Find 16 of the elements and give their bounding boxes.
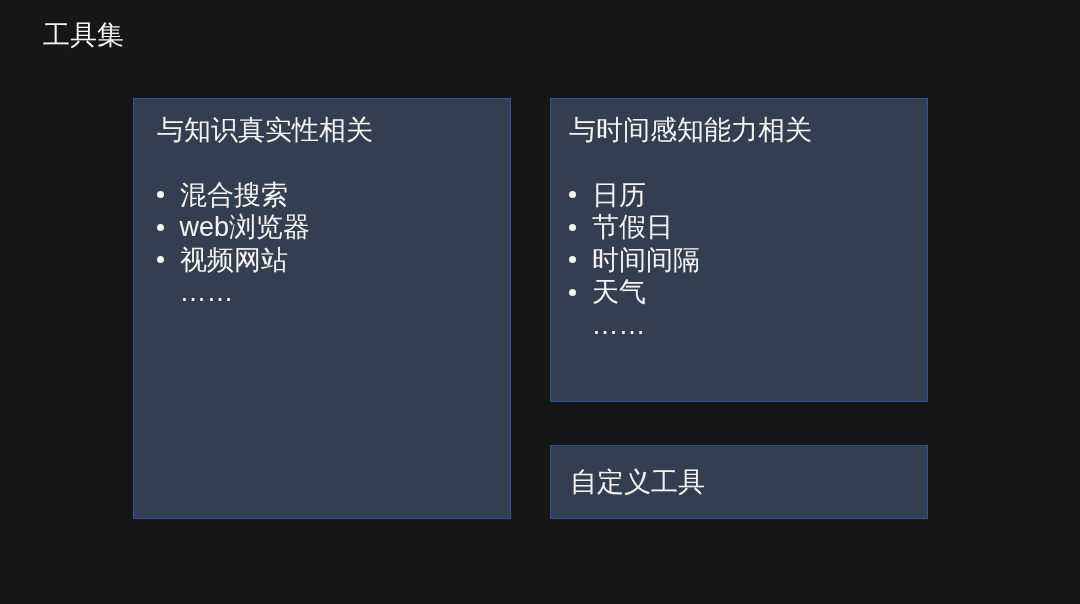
content-box <box>550 445 928 519</box>
list-item: 时间间隔 <box>591 243 700 276</box>
content-box <box>133 98 511 519</box>
page-title: 工具集 <box>43 19 124 51</box>
list-item: 节假日 <box>591 211 673 244</box>
content-box <box>550 98 928 402</box>
box-heading: 与知识真实性相关 <box>156 113 373 146</box>
box-label: 自定义工具 <box>569 465 705 499</box>
box-heading: 与时间感知能力相关 <box>568 113 812 146</box>
list-item: 日历 <box>591 178 646 211</box>
ellipsis-text: …… <box>179 276 234 309</box>
list-item: 视频网站 <box>179 243 288 276</box>
list-item: web浏览器 <box>179 211 311 244</box>
list-item: 混合搜索 <box>179 178 288 211</box>
ellipsis-text: …… <box>591 308 646 341</box>
list-item: 天气 <box>591 276 646 309</box>
